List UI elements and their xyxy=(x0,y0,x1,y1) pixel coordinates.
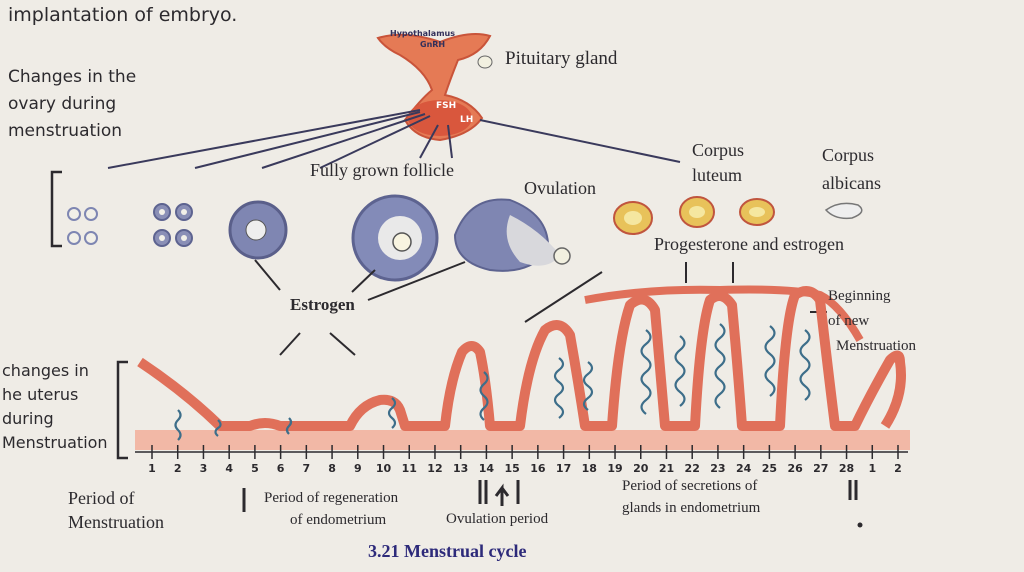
uterus-changes-line3: during xyxy=(2,409,54,428)
phase-secretion-line2: glands in endometrium xyxy=(622,500,761,516)
day-label: 23 xyxy=(710,462,725,475)
uterus-changes-line2: he uterus xyxy=(2,385,79,404)
estrogen-label: Estrogen xyxy=(290,295,355,314)
day-label: 14 xyxy=(479,462,495,475)
phase-menstruation-line2: Menstruation xyxy=(68,512,164,532)
day-label: 26 xyxy=(787,462,803,475)
day-label: 22 xyxy=(685,462,700,475)
phase-separators xyxy=(242,480,858,512)
phase-regeneration-line2: of endometrium xyxy=(290,512,387,528)
day-label: 27 xyxy=(813,462,828,475)
day-label: 17 xyxy=(556,462,571,475)
ovary-bracket xyxy=(50,170,62,248)
uterus-bracket xyxy=(116,360,128,460)
day-label: 21 xyxy=(659,462,674,475)
hypothalamus-label: Hypothalamus xyxy=(390,29,455,38)
day-label: 6 xyxy=(277,462,285,475)
day-label: 15 xyxy=(504,462,519,475)
gnrh-label: GnRH xyxy=(420,40,445,49)
day-label: 10 xyxy=(376,462,392,475)
day-label: 1 xyxy=(148,462,156,475)
day-label: 18 xyxy=(582,462,597,475)
day-label: 11 xyxy=(402,462,417,475)
day-label: 20 xyxy=(633,462,649,475)
corpus-albicans-line2: albicans xyxy=(822,173,881,193)
figure-caption: 3.21 Menstrual cycle xyxy=(368,541,527,561)
endometrial-glands xyxy=(174,323,811,441)
pituitary-label: Pituitary gland xyxy=(505,48,618,69)
dot-mark xyxy=(857,522,863,528)
ovulation-up-arrow xyxy=(494,483,510,506)
corpus-luteum-line2: luteum xyxy=(692,165,742,185)
beginning-line1: Beginning xyxy=(828,288,891,304)
day-label: 19 xyxy=(607,462,622,475)
day-label: 25 xyxy=(762,462,777,475)
fully-grown-follicle-label: Fully grown follicle xyxy=(310,160,454,180)
day-label: 16 xyxy=(530,462,546,475)
corpus-luteum-line1: Corpus xyxy=(692,140,745,160)
pituitary-gland-illustration: Hypothalamus GnRH FSH LH xyxy=(376,29,493,142)
uterus-changes-line4: Menstruation xyxy=(2,433,108,452)
phase-ovulation-label: Ovulation period xyxy=(446,511,549,527)
day-label: 13 xyxy=(453,462,468,475)
hormone-arrows xyxy=(107,109,681,169)
phase-secretion-line1: Period of secretions of xyxy=(622,478,758,494)
day-label: 24 xyxy=(736,462,752,475)
beginning-line2: of new xyxy=(828,313,870,329)
day-label: 9 xyxy=(354,462,362,475)
ovulation-label: Ovulation xyxy=(524,178,596,198)
day-label: 2 xyxy=(894,462,902,475)
uterus-changes-line1: changes in xyxy=(2,361,89,380)
day-label: 7 xyxy=(303,462,311,475)
day-label: 12 xyxy=(427,462,442,475)
phase-menstruation-line1: Period of xyxy=(68,488,135,508)
beginning-line3: Menstruation xyxy=(836,338,916,354)
endometrium-base xyxy=(135,430,910,450)
header-text: implantation of embryo. xyxy=(8,4,238,26)
endometrium-lining xyxy=(137,285,906,431)
lh-label: LH xyxy=(460,115,473,125)
corpus-albicans-line1: Corpus xyxy=(822,145,875,165)
day-label: 4 xyxy=(225,462,233,475)
day-label: 3 xyxy=(200,462,208,475)
ovary-changes-line1: Changes in the xyxy=(8,67,137,87)
pointer-arrows xyxy=(254,259,827,356)
fsh-label: FSH xyxy=(436,101,456,111)
phase-regeneration-line1: Period of regeneration xyxy=(264,490,399,506)
day-label: 8 xyxy=(328,462,336,475)
ovary-changes-line2: ovary during xyxy=(8,94,117,114)
progesterone-estrogen-label: Progesterone and estrogen xyxy=(654,234,844,254)
day-label: 1 xyxy=(868,462,876,475)
ovary-stages xyxy=(67,194,863,282)
ovary-changes-line3: menstruation xyxy=(8,121,123,141)
day-label: 28 xyxy=(839,462,854,475)
day-label: 5 xyxy=(251,462,259,475)
day-label: 2 xyxy=(174,462,182,475)
